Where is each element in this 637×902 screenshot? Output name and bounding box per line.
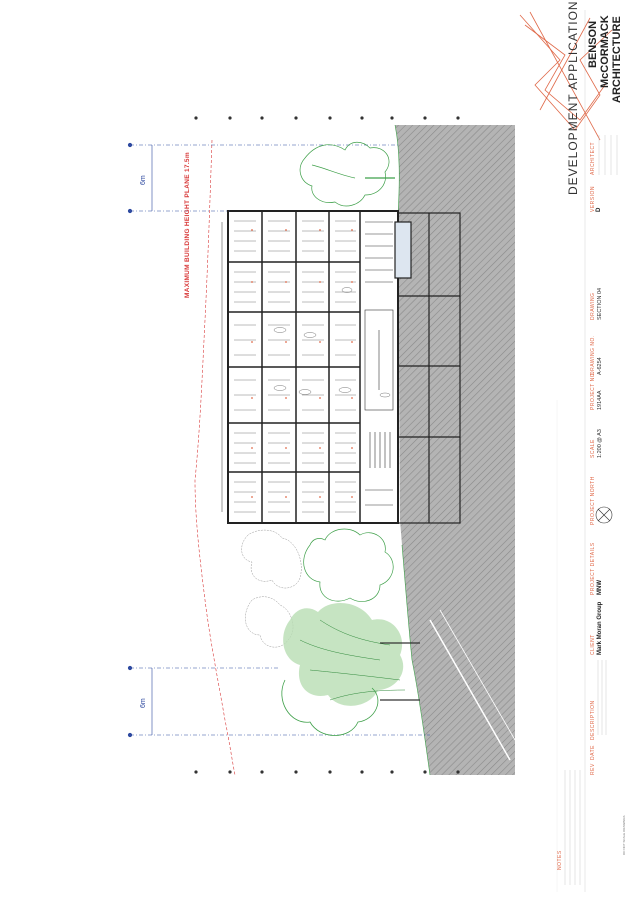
project-no-label: PROJECT NO.: [590, 370, 596, 410]
description-label: DESCRIPTION: [590, 700, 596, 740]
drawing-no-value: A-6254: [597, 357, 603, 375]
firm-name-line-2: McCORMACK: [599, 15, 611, 88]
client-value: Mark Moran Group: [597, 601, 603, 655]
firm-name-line-1: BENSON: [587, 20, 599, 68]
drawing-status-title: DEVELOPMENT APPLICATION: [566, 0, 580, 195]
do-not-scale-note: DO NOT SCALE DRAWINGS: [622, 815, 626, 855]
dimension-top-label: 6m: [140, 175, 147, 185]
scale-label: SCALE: [590, 439, 596, 458]
drawing-no-label: DRAWING NO.: [590, 335, 596, 375]
firm-logo-mark: [519, 11, 613, 141]
version-value: D: [596, 207, 602, 212]
ground-section: [394, 124, 516, 776]
project-details-label: PROJECT DETAILS: [590, 542, 596, 595]
drawing-label: DRAWING: [590, 292, 596, 320]
architect-label: ARCHITECT: [590, 141, 596, 175]
client-label: CLIENT: [590, 634, 596, 655]
tree-green-left: [281, 528, 420, 736]
project-no-value: 1914AA: [597, 390, 603, 410]
firm-name-line-3: ARCHITECTURE: [611, 16, 623, 103]
drawing-value: SECTION 04: [597, 287, 603, 320]
date-label: DATE: [590, 745, 596, 760]
level-markers: [194, 116, 460, 774]
rev-label: REV: [590, 763, 596, 775]
building-section: [221, 210, 412, 524]
notes-label: NOTES: [557, 850, 563, 870]
notes-text-lines: [564, 135, 618, 885]
height-plane-label: MAXIMUM BUILDING HEIGHT PLANE 17.5m: [184, 152, 191, 298]
tree-top: [299, 141, 395, 207]
height-plane: [194, 139, 236, 776]
dimension-lines: [127, 142, 430, 738]
dimension-bottom-label: 6m: [140, 698, 147, 708]
scale-value: 1:200 @ A3: [597, 429, 603, 458]
project-north-label: PROJECT NORTH: [590, 476, 596, 525]
project-details-value: MNW: [597, 580, 603, 595]
north-arrow-icon: [595, 506, 613, 524]
